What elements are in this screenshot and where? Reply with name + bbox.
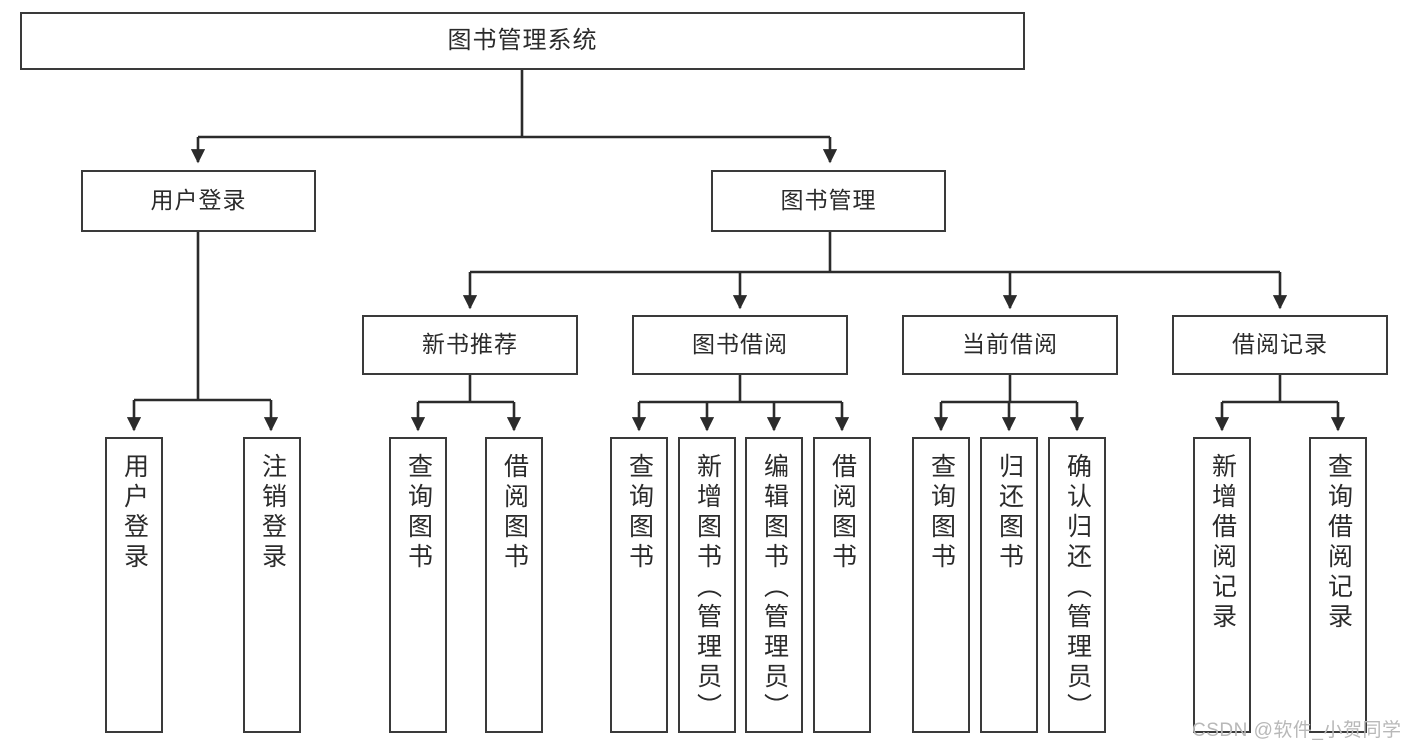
leaf-user-login[interactable]: 用户登录 [105, 437, 163, 733]
leaf-logout[interactable]: 注销登录 [243, 437, 301, 733]
leaf-add-borrow-record[interactable]: 新增借阅记录 [1193, 437, 1251, 733]
node-label: 新增借阅记录 [1208, 453, 1237, 633]
node-label: 注销登录 [258, 453, 287, 573]
node-label: 图书管理 [780, 187, 877, 214]
node-label: 新书推荐 [422, 331, 518, 358]
node-label: 用户登录 [150, 187, 247, 214]
node-label: 归还图书 [995, 453, 1024, 573]
node-label: 借阅图书 [500, 453, 529, 573]
node-label: 图书管理系统 [447, 26, 598, 54]
node-label: 查询借阅记录 [1324, 453, 1353, 633]
node-user-login[interactable]: 用户登录 [81, 170, 316, 232]
node-label: 借阅记录 [1232, 331, 1328, 358]
leaf-borrow-book[interactable]: 借阅图书 [813, 437, 871, 733]
node-label: 查询图书 [927, 453, 956, 573]
node-label: 确认归还（管理员） [1063, 453, 1092, 723]
node-label: 新增图书（管理员） [693, 453, 722, 723]
node-label: 图书借阅 [692, 331, 788, 358]
node-label: 编辑图书（管理员） [760, 453, 789, 723]
node-book-management[interactable]: 图书管理 [711, 170, 946, 232]
leaf-query-book-borrow[interactable]: 查询图书 [610, 437, 668, 733]
leaf-edit-book-admin[interactable]: 编辑图书（管理员） [745, 437, 803, 733]
node-current-borrow[interactable]: 当前借阅 [902, 315, 1118, 375]
node-label: 当前借阅 [962, 331, 1058, 358]
csdn-watermark: CSDN @软件_小贺同学 [1192, 720, 1402, 741]
node-label: 用户登录 [120, 453, 149, 573]
leaf-query-borrow-record[interactable]: 查询借阅记录 [1309, 437, 1367, 733]
leaf-return-book[interactable]: 归还图书 [980, 437, 1038, 733]
node-root-system[interactable]: 图书管理系统 [20, 12, 1025, 70]
node-label: 借阅图书 [828, 453, 857, 573]
leaf-confirm-return-admin[interactable]: 确认归还（管理员） [1048, 437, 1106, 733]
node-new-book-recommend[interactable]: 新书推荐 [362, 315, 578, 375]
node-label: 查询图书 [625, 453, 654, 573]
node-borrow-record[interactable]: 借阅记录 [1172, 315, 1388, 375]
leaf-query-book-recommend[interactable]: 查询图书 [389, 437, 447, 733]
leaf-query-book-current[interactable]: 查询图书 [912, 437, 970, 733]
leaf-borrow-book-recommend[interactable]: 借阅图书 [485, 437, 543, 733]
leaf-add-book-admin[interactable]: 新增图书（管理员） [678, 437, 736, 733]
node-label: 查询图书 [404, 453, 433, 573]
node-book-borrow[interactable]: 图书借阅 [632, 315, 848, 375]
